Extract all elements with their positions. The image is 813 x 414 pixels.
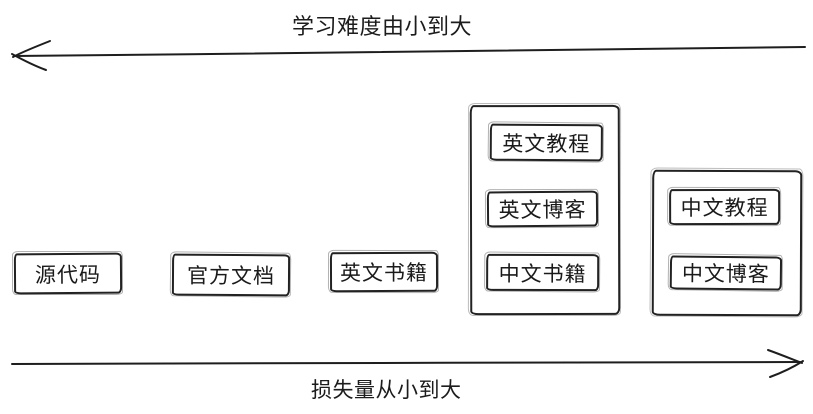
- bottom-axis-label: 损失量从小到大: [311, 379, 462, 402]
- top-axis-label: 学习难度由小到大: [292, 14, 473, 39]
- node-official-docs-label: 官方文档: [186, 264, 276, 289]
- node-chinese-books: 中文书籍: [486, 253, 600, 292]
- node-source-code-label: 源代码: [34, 263, 102, 287]
- node-chinese-blogs-label: 中文博客: [681, 262, 770, 287]
- left-arrow-head-upper: [12, 40, 51, 58]
- node-chinese-tutorials-label: 中文教程: [680, 196, 769, 221]
- node-english-blogs-label: 英文博客: [498, 198, 587, 223]
- node-source-code: 源代码: [13, 252, 123, 295]
- node-english-books: 英文书籍: [329, 251, 439, 293]
- node-chinese-tutorials: 中文教程: [669, 188, 781, 226]
- group-chinese-resources: 中文教程 中文博客: [651, 169, 803, 317]
- node-english-books-label: 英文书籍: [339, 261, 429, 286]
- node-chinese-books-label: 中文书籍: [498, 262, 587, 286]
- node-chinese-blogs: 中文博客: [669, 255, 783, 291]
- right-arrow: [11, 349, 804, 378]
- left-arrow-head-lower: [11, 53, 47, 71]
- left-arrow-shaft: [13, 46, 806, 57]
- node-english-tutorials-label: 英文教程: [502, 132, 591, 156]
- group-english-resources: 英文教程 英文博客 中文书籍: [469, 104, 621, 316]
- node-english-tutorials: 英文教程: [489, 123, 603, 162]
- node-official-docs: 官方文档: [171, 253, 291, 297]
- right-arrow-head-upper: [767, 349, 803, 364]
- right-arrow-head-lower: [769, 360, 804, 378]
- right-arrow-shaft: [11, 360, 801, 366]
- node-english-blogs: 英文博客: [486, 190, 599, 228]
- left-arrow: [11, 40, 806, 71]
